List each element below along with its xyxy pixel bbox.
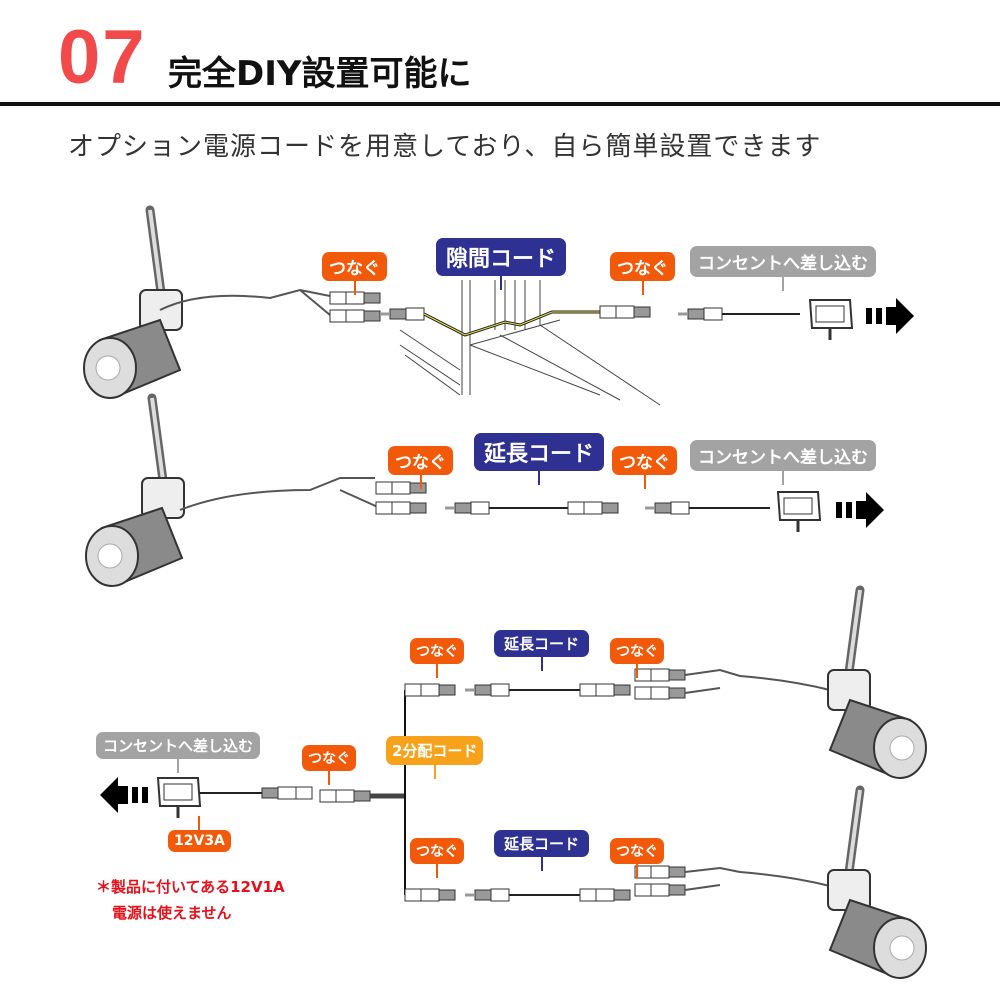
outlet-tag: コンセントへ差し込む — [690, 246, 876, 291]
camera-1 — [84, 210, 182, 398]
connect-tag: つなぐ — [610, 252, 675, 295]
connect-tag: つなぐ — [388, 446, 453, 489]
arrow-right-icon — [866, 298, 914, 334]
camera-4 — [828, 790, 926, 978]
section-number: 07 — [58, 15, 147, 100]
connect-tag: つなぐ — [410, 838, 464, 878]
warning-note-line2: 電源は使えません — [112, 904, 232, 922]
outlet-tag: コンセントへ差し込む — [96, 732, 261, 773]
connect-tag: つなぐ — [322, 252, 387, 295]
arrow-left-icon — [100, 777, 148, 813]
extension-cord-tag: 延長コード — [494, 830, 590, 871]
warning-note-line1: ＊製品に付いてある12V1A — [96, 878, 285, 896]
splitter-cord-tag: 2分配コード — [386, 736, 484, 779]
extension-cord-tag: 延長コード — [474, 433, 605, 485]
adapter-spec-tag: 12V3A — [168, 816, 231, 852]
page-title: 完全DIY設置可能に — [168, 54, 472, 94]
camera-3 — [828, 590, 926, 778]
window-frame-illustration — [399, 280, 661, 406]
extension-cord-tag: 延長コード — [494, 630, 590, 671]
subtitle: オプション電源コードを用意しており、自ら簡単設置できます — [68, 132, 822, 162]
title-divider — [0, 102, 1000, 106]
connect-tag: つなぐ — [302, 745, 356, 785]
outlet-tag: コンセントへ差し込む — [690, 440, 876, 485]
connect-tag: つなぐ — [610, 638, 664, 678]
connect-tag: つなぐ — [410, 638, 464, 678]
connect-tag: つなぐ — [610, 838, 664, 878]
camera-2 — [86, 398, 184, 586]
connect-tag: つなぐ — [612, 446, 677, 489]
gap-cord-tag: 隙間コード — [436, 238, 567, 290]
arrow-right-icon — [836, 492, 884, 528]
